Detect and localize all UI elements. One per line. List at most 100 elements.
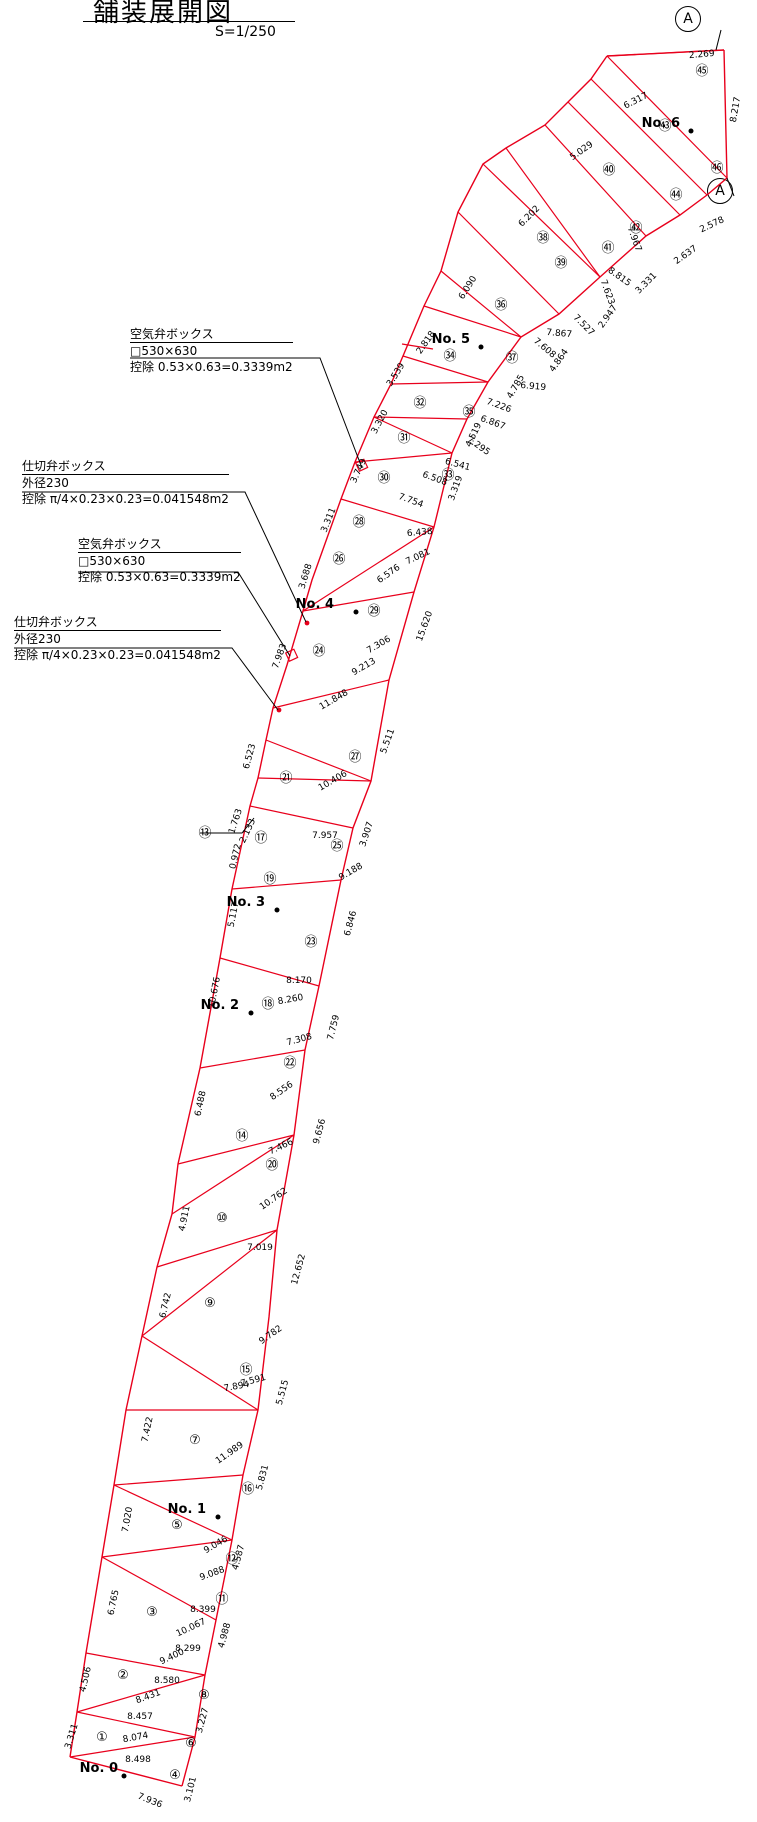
dimension-label: 6.765 — [106, 1589, 121, 1616]
station-label: No. 6 — [642, 116, 680, 131]
section-mark-leader — [726, 177, 735, 197]
triangle-number: ④ — [169, 1768, 181, 1783]
triangle-number: ⑭ — [235, 1129, 248, 1144]
dimension-label: 7.019 — [247, 1243, 273, 1253]
dimension-label: 7.894 — [223, 1380, 250, 1394]
triangle-number: ① — [96, 1730, 108, 1745]
note-deduction: 控除 0.53×0.63=0.3339m2 — [78, 570, 241, 584]
dimension-label: 8.431 — [134, 1688, 162, 1706]
triangle-number: ㊶ — [601, 241, 614, 256]
triangulation-line — [606, 49, 725, 57]
dimension-label: 11.848 — [318, 688, 351, 713]
dimension-label: 9.782 — [257, 1324, 284, 1347]
dimension-label: 7.422 — [140, 1416, 155, 1443]
dimension-label: 7.608 — [531, 336, 557, 360]
dimension-label: 6.919 — [520, 381, 547, 393]
dimension-label: 7.623 — [598, 278, 616, 306]
triangle-number: ② — [117, 1668, 129, 1683]
bottom-end-line — [69, 1756, 183, 1787]
dimension-label: 10.067 — [175, 1617, 208, 1639]
triangulation-line — [302, 526, 435, 612]
triangle-number: ㉘ — [352, 515, 365, 530]
triangulation-line — [76, 1711, 196, 1738]
dimension-label: 4.506 — [78, 1666, 94, 1694]
dimension-label: 8.217 — [729, 96, 743, 123]
station-point — [478, 344, 484, 350]
triangle-number: ㊱ — [494, 298, 507, 313]
note-heading: 仕切弁ボックス — [22, 458, 229, 475]
note-deduction: 控除 0.53×0.63=0.3339m2 — [130, 360, 293, 374]
triangulation-line — [257, 777, 372, 782]
dimension-label: 10.762 — [258, 1186, 290, 1212]
dimension-label: 7.957 — [312, 831, 338, 841]
triangle-number: ㉓ — [304, 935, 317, 950]
triangulation-line — [373, 416, 468, 420]
triangle-number: ㉒ — [283, 1056, 296, 1071]
station-point — [274, 907, 280, 913]
triangle-number: ㉛ — [397, 431, 410, 446]
note-size: □530×630 — [78, 554, 146, 568]
dimension-label: 8.399 — [190, 1605, 216, 1615]
triangulation-line — [113, 1474, 244, 1486]
dimension-label: 7.527 — [571, 313, 596, 338]
triangle-number: ⑩ — [216, 1211, 228, 1226]
dimension-label: 8.556 — [268, 1080, 295, 1103]
drawing-title: 舗装展開図 — [93, 0, 234, 28]
triangle-number: ㉜ — [413, 396, 426, 411]
triangle-number: ㉟ — [462, 405, 475, 420]
station-point — [248, 1010, 254, 1016]
note-size: 外径230 — [14, 632, 61, 646]
triangle-number: ㊴ — [554, 256, 567, 271]
dimension-label: 11.989 — [214, 1440, 246, 1466]
station-label: No. 2 — [201, 998, 239, 1013]
triangle-number: ⑧ — [198, 1688, 210, 1703]
dimension-label: 7.754 — [397, 492, 425, 510]
triangulation-line — [401, 343, 434, 350]
dimension-label: 3.331 — [634, 271, 659, 296]
dimension-label: 8.260 — [277, 993, 304, 1007]
triangulation-line — [76, 1674, 206, 1713]
station-point — [353, 609, 359, 615]
note-leader-line — [130, 357, 363, 469]
triangle-number: ㉑ — [279, 771, 292, 786]
note-deduction: 控除 π/4×0.23×0.23=0.041548m2 — [14, 648, 221, 662]
dimension-label: 5.515 — [275, 1379, 291, 1406]
dimension-label: 6.846 — [343, 909, 359, 937]
triangulation-line — [440, 270, 522, 338]
station-label: No. 4 — [296, 597, 334, 612]
triangulation-line — [177, 1134, 295, 1165]
dimension-label: 3.320 — [370, 408, 391, 436]
triangle-number: ㊺ — [695, 64, 708, 79]
gate-valve-box-note-1: 仕切弁ボックス 外径230 控除 π/4×0.23×0.23=0.041548m… — [22, 458, 229, 507]
triangle-number: ⑲ — [263, 872, 276, 887]
drawing-scale: S=1/250 — [215, 24, 276, 40]
station-label: No. 1 — [168, 1502, 206, 1517]
triangulation-line — [402, 355, 489, 383]
triangle-number: ⑦ — [189, 1433, 201, 1448]
station-label: No. 0 — [80, 1761, 118, 1776]
triangle-number: ㊸ — [658, 119, 671, 134]
triangle-number: ⑫ — [225, 1552, 238, 1567]
triangle-number: ⑮ — [239, 1363, 252, 1378]
dimension-label: 5.831 — [255, 1464, 271, 1491]
dimension-label: 9.656 — [312, 1117, 328, 1145]
dimension-label: 2.578 — [698, 215, 726, 235]
triangle-number: ⑯ — [241, 1482, 254, 1497]
note-leader-line — [22, 491, 307, 623]
dimension-label: 5.117 — [227, 901, 242, 928]
dimension-label: 7.020 — [121, 1506, 135, 1533]
note-size: □530×630 — [130, 344, 198, 358]
triangle-number: ㊵ — [602, 163, 615, 178]
note-leader-line — [14, 647, 279, 711]
triangulation-line — [567, 101, 681, 216]
triangulation-line — [302, 591, 415, 612]
triangulation-line — [354, 452, 453, 463]
dimension-label: 8.498 — [125, 1755, 151, 1765]
dimension-label: 3.227 — [195, 1707, 211, 1734]
gate-valve-box-marker — [276, 707, 282, 713]
note-heading: 空気弁ボックス — [78, 536, 241, 553]
triangle-number: ⑰ — [254, 831, 267, 846]
title-underline — [83, 21, 295, 22]
triangle-number: ㉔ — [312, 644, 325, 659]
